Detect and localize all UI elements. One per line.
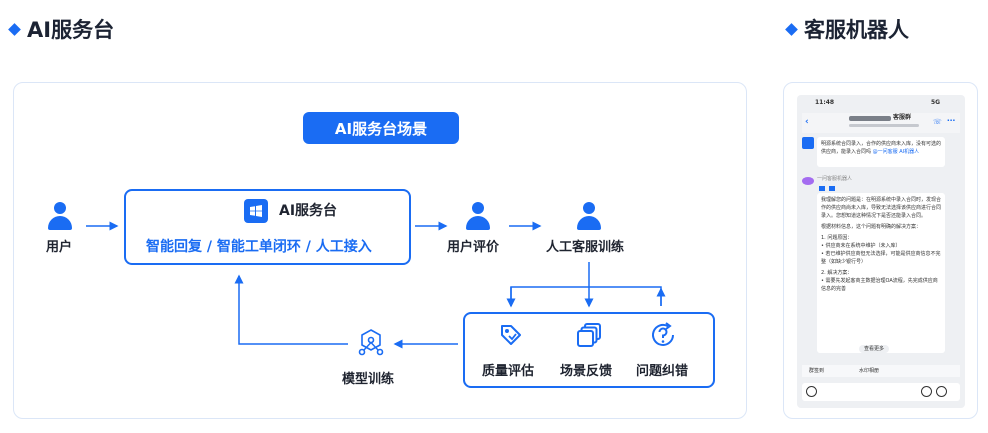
avatar: [802, 137, 814, 149]
error-correction-label: 问题纠错: [636, 364, 689, 379]
emoji-icon[interactable]: [921, 386, 932, 397]
user-eval-label: 用户评价: [447, 240, 500, 255]
bot-reply-bubble: 我理解您的问题是：在明源系统中录入合同时，发现合作的供应商尚未入库，导致无法选择…: [817, 193, 945, 353]
diamond-bullet-icon: [785, 22, 798, 36]
bot-badge-icon: [819, 186, 825, 191]
phone-screenshot: 11:48 5G ‹ 客服群 ☏ ⋯ 明源系统合同录入，合作的供应商未入库，没有…: [797, 95, 965, 408]
human-training-label: 人工客服训练: [546, 240, 625, 255]
call-icon[interactable]: ☏: [933, 118, 942, 126]
chat-header: [802, 113, 960, 133]
sign-in-tool[interactable]: 群签到: [809, 368, 825, 374]
see-more-button[interactable]: 查看更多: [859, 345, 890, 353]
back-icon[interactable]: ‹: [805, 117, 809, 127]
scene-feedback-label: 场景反馈: [560, 364, 613, 379]
user-message-bubble: 明源系统合同录入，合作的供应商未入库，没有可选的供应商，能录入合同吗 @一问客服…: [817, 137, 945, 167]
tag-icon: [501, 325, 521, 345]
status-time: 11:48: [815, 99, 835, 106]
stacked-pages-icon: [577, 323, 601, 347]
bot-reply-p2: 根据材料信息，这个问题有明确的解决方案：: [821, 224, 922, 230]
model-training-label: 模型训练: [342, 372, 395, 387]
windows-icon: [244, 199, 268, 223]
diagram-connectors: [86, 221, 666, 349]
arrow-model-to-ai: [234, 274, 348, 345]
quick-tools-bar: [802, 365, 960, 377]
bot-reply-p5: • 若已维护供应商但无法选择，可能是供应商信息不完整（如缺少银行号）: [821, 251, 941, 265]
message-input[interactable]: [802, 383, 960, 401]
voice-icon[interactable]: [806, 386, 817, 397]
model-network-icon: [358, 329, 384, 356]
question-refresh-icon: [652, 322, 674, 346]
ai-desk-title: AI服务台: [279, 203, 338, 219]
bot-reply-p1: 我理解您的问题是：在明源系统中录入合同时，发现合作的供应商尚未入库，导致无法选择…: [821, 197, 942, 219]
feedback-bracket: [510, 286, 662, 306]
user-label: 用户: [46, 240, 73, 255]
more-icon[interactable]: ⋯: [947, 116, 955, 125]
scene-title-pill: AI服务台场景: [303, 112, 459, 144]
quality-eval-label: 质量评估: [482, 364, 535, 379]
bot-reply-p7: • 需要先发起客商主数据治理OA流程，先完成供应商信息的完善: [821, 278, 938, 292]
section-heading-bot: 客服机器人: [785, 14, 909, 44]
user-icon: [47, 202, 73, 232]
bot-name: 一问客服机器人: [817, 176, 853, 182]
chat-title-redacted: [849, 116, 891, 121]
ai-desk-features: 智能回复 / 智能工单闭环 / 人工接入: [146, 239, 372, 255]
bot-badge-icon: [829, 186, 835, 191]
user-eval-icon: [465, 202, 491, 232]
add-icon[interactable]: [936, 386, 947, 397]
ai-desk-box: [124, 189, 411, 265]
chat-title: 客服群: [893, 114, 912, 121]
chat-subtitle-placeholder: [849, 124, 919, 127]
section-heading-bot-text: 客服机器人: [804, 18, 909, 42]
section-heading-ai-desk-text: AI服务台: [27, 18, 115, 42]
bot-reply-p4: • 供应商未在系统中维护（未入库）: [821, 243, 901, 249]
user-message-text: 明源系统合同录入，合作的供应商未入库，没有可选的供应商，能录入合同吗 @一问客服…: [821, 141, 942, 155]
bot-avatar: [802, 177, 814, 185]
watermark-camera-tool[interactable]: 水印相册: [859, 368, 880, 374]
bot-reply-p6: 2. 解决方案：: [821, 270, 853, 276]
bot-reply-p3: 1. 问题原因：: [821, 235, 853, 241]
section-heading-ai-desk: AI服务台: [8, 14, 115, 44]
human-agent-icon: [576, 202, 602, 232]
status-network: 5G: [931, 99, 941, 106]
